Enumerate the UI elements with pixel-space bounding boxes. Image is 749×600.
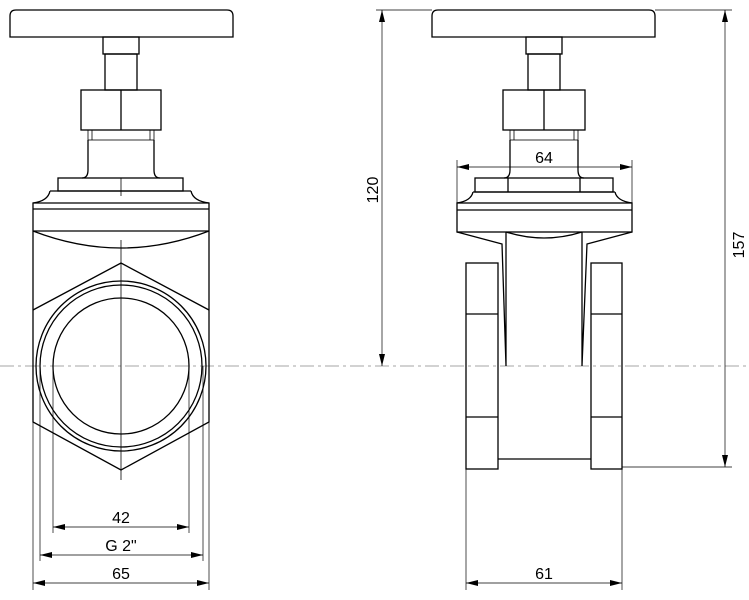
bonnet-side: [456, 202, 633, 233]
end-flange-left: [465, 262, 499, 470]
handwheel: [9, 9, 234, 38]
dim-65-label: 65: [112, 566, 130, 583]
dim-157-label: 157: [731, 232, 748, 259]
bonnet-flange-side: [474, 177, 614, 193]
dim-61-label: 61: [535, 566, 553, 583]
dim-42-label: 42: [112, 510, 130, 527]
front-dimensions: 42 G 2" 65: [32, 366, 210, 590]
handwheel-side: [431, 9, 656, 38]
dim-64-label: 64: [535, 150, 553, 167]
body-taper-right: [581, 231, 633, 367]
front-view: [9, 9, 234, 480]
stem-collar: [102, 36, 140, 55]
side-view: [431, 9, 656, 470]
end-flange-right: [590, 262, 623, 470]
bonnet-flange: [57, 177, 184, 192]
stem-side: [527, 53, 561, 91]
valve-body: [32, 202, 210, 471]
neck: [81, 140, 161, 179]
dim-120-label: 120: [365, 177, 382, 204]
ring: [87, 129, 155, 141]
stem: [104, 53, 138, 91]
side-dimensions: 64 61 120 157: [365, 9, 748, 590]
dim-thread-label: G 2": [105, 538, 136, 555]
port-outer-ring: [35, 280, 207, 452]
body-taper-left: [456, 231, 507, 367]
